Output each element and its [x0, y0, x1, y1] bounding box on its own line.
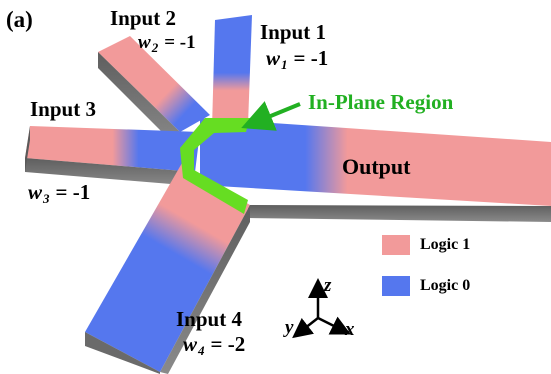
input-4-name: Input 4 [176, 307, 242, 331]
input-2-weight-index: 2 [151, 40, 159, 55]
input-4-weight-value: = -2 [210, 332, 246, 356]
input-3-weight-symbol: w [28, 180, 43, 204]
input-1-weight-value: = -1 [293, 46, 329, 70]
input-4-weight: w4 = -2 [183, 332, 246, 358]
legend-item-logic-1: Logic 1 [382, 235, 470, 255]
input-2-weight-value: = -1 [164, 32, 196, 53]
legend-swatch-logic-1 [382, 235, 410, 255]
input-2-arm [98, 36, 210, 148]
panel-label: (a) [6, 7, 33, 32]
axis-label-z: z [324, 275, 332, 296]
region-arrow [241, 101, 301, 131]
input-3-weight-index: 3 [43, 191, 50, 206]
legend-label-logic-0: Logic 0 [420, 277, 471, 294]
axis-label-x: x [345, 319, 355, 340]
input-3-name: Input 3 [30, 97, 96, 121]
legend-label-logic-1: Logic 1 [420, 236, 471, 253]
input-2-name: Input 2 [110, 6, 176, 30]
output-arm [200, 118, 551, 222]
in-plane-region [180, 118, 250, 214]
legend-swatch-logic-0 [382, 276, 410, 296]
input-2-weight-symbol: w [138, 32, 151, 53]
input-1-arm [212, 15, 252, 133]
output-label: Output [342, 154, 411, 179]
input-4-weight-index: 4 [198, 343, 205, 358]
region-label: In-Plane Region [308, 90, 454, 114]
input-3-weight-value: = -1 [55, 180, 91, 204]
input-4-arm [85, 163, 250, 374]
input-4-weight-symbol: w [183, 332, 198, 356]
axes-glyph [292, 278, 351, 339]
axis-label-y: y [285, 317, 294, 338]
input-1-weight-symbol: w [266, 46, 281, 70]
input-2-weight: w2 = -1 [138, 33, 196, 54]
input-3-weight: w3 = -1 [28, 180, 91, 206]
input-1-weight: w1 = -1 [266, 46, 329, 72]
input-1-name: Input 1 [260, 20, 326, 44]
input-3-arm [25, 126, 200, 186]
input-1-weight-index: 1 [281, 57, 288, 72]
legend-item-logic-0: Logic 0 [382, 276, 470, 296]
